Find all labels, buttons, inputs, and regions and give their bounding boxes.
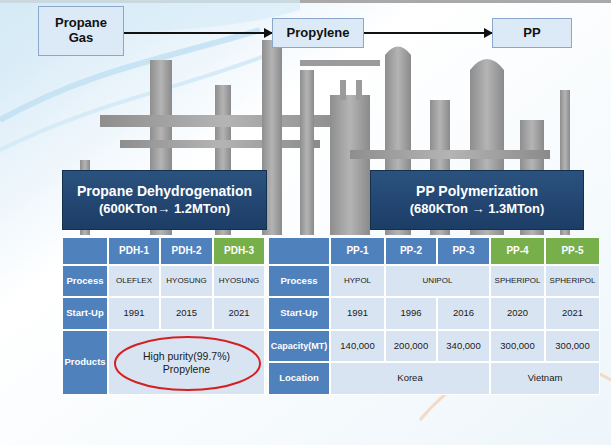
cell-text: PDH-3 xyxy=(224,245,254,257)
table-cell: 200,000 xyxy=(385,330,437,362)
table-header-cell: PP-3 xyxy=(437,237,490,265)
table-cell: 2015 xyxy=(160,297,213,330)
cell-text: High purity(99.7%) Propylene xyxy=(137,350,237,374)
cell-text: PP-2 xyxy=(400,245,422,257)
table-cell: 1996 xyxy=(385,297,437,330)
table-cell: 300,000 xyxy=(545,330,600,362)
cell-text: 300,000 xyxy=(555,341,589,352)
node-title: PP xyxy=(523,26,540,41)
cell-text: 2016 xyxy=(453,308,474,319)
table-header-cell: PP-1 xyxy=(330,237,385,265)
cell-text: PDH-2 xyxy=(171,245,201,257)
node-title: Propane Dehydrogenation xyxy=(77,182,252,200)
cell-text: 2015 xyxy=(176,308,197,319)
cell-text: Process xyxy=(67,276,104,287)
node-subtitle: (680KTon → 1.3MTon) xyxy=(410,201,545,218)
cell-text: PP-1 xyxy=(346,245,368,257)
table-cell: High purity(99.7%) Propylene xyxy=(108,330,265,395)
cell-text: Process xyxy=(281,276,318,287)
cell-text: PP-4 xyxy=(506,245,528,257)
table-cell: HYPOL xyxy=(330,265,385,297)
flow-arrow xyxy=(364,32,492,34)
cell-text: HYOSUNG xyxy=(219,276,259,285)
cell-text: Start-Up xyxy=(280,308,317,319)
cell-text: Products xyxy=(64,357,105,368)
table-cell: SPHERIPOL xyxy=(545,265,600,297)
table-cell: 140,000 xyxy=(330,330,385,362)
table-cell: HYOSUNG xyxy=(160,265,213,297)
table-cell: 2021 xyxy=(545,297,600,330)
cell-text: 300,000 xyxy=(500,341,534,352)
table-header-cell: PP-4 xyxy=(490,237,545,265)
cell-text: PP-3 xyxy=(452,245,474,257)
table-row-label: Process xyxy=(62,265,108,297)
cell-text: Korea xyxy=(397,373,422,384)
cell-text: Location xyxy=(279,373,319,384)
cell-text: SPHERIPOL xyxy=(495,276,541,285)
table-row-label: Products xyxy=(62,330,108,395)
material-box: PP xyxy=(492,18,572,48)
table-cell: 1991 xyxy=(108,297,160,330)
table-row-label: Process xyxy=(268,265,330,297)
table-cell: Vietnam xyxy=(490,362,600,395)
cell-text: HYOSUNG xyxy=(166,276,206,285)
cell-text: 200,000 xyxy=(394,341,428,352)
cell-text: 1991 xyxy=(123,308,144,319)
flow-arrow xyxy=(124,32,272,34)
table-cell: SPHERIPOL xyxy=(490,265,545,297)
cell-text: PDH-1 xyxy=(119,245,149,257)
table-cell: 300,000 xyxy=(490,330,545,362)
table-header-cell: PP-2 xyxy=(385,237,437,265)
table-row-label: Location xyxy=(268,362,330,395)
table-row-label: Start-Up xyxy=(62,297,108,330)
cell-text: SPHERIPOL xyxy=(550,276,596,285)
node-subtitle: (600KTon→ 1.2MTon) xyxy=(99,201,230,218)
cell-text: 1991 xyxy=(347,308,368,319)
table-header-cell xyxy=(62,237,108,265)
cell-text: PP-5 xyxy=(561,245,583,257)
table-header-cell: PDH-2 xyxy=(160,237,213,265)
table-header-cell: PDH-1 xyxy=(108,237,160,265)
cell-text: Start-Up xyxy=(66,308,103,319)
table-header-cell: PDH-3 xyxy=(213,237,265,265)
cell-text: 140,000 xyxy=(340,341,374,352)
cell-text: 2021 xyxy=(562,308,583,319)
cell-text: Capacity(MT) xyxy=(271,341,328,351)
table-header-cell: PP-5 xyxy=(545,237,600,265)
table-cell: OLEFLEX xyxy=(108,265,160,297)
material-box: Propane Gas xyxy=(38,6,124,56)
table-cell: HYOSUNG xyxy=(213,265,265,297)
table-cell: 2016 xyxy=(437,297,490,330)
cell-text: HYPOL xyxy=(344,276,371,285)
cell-text: OLEFLEX xyxy=(116,276,152,285)
cell-text: UNIPOL xyxy=(423,276,453,285)
table-cell: UNIPOL xyxy=(385,265,490,297)
table-cell: 340,000 xyxy=(437,330,490,362)
cell-text: 1996 xyxy=(400,308,421,319)
table-cell: Korea xyxy=(330,362,490,395)
table-cell: 2020 xyxy=(490,297,545,330)
process-banner: PP Polymerization(680KTon → 1.3MTon) xyxy=(370,170,584,230)
process-banner: Propane Dehydrogenation(600KTon→ 1.2MTon… xyxy=(62,170,267,230)
cell-text: 340,000 xyxy=(446,341,480,352)
table-row-label: Capacity(MT) xyxy=(268,330,330,362)
table-cell: 2021 xyxy=(213,297,265,330)
cell-text: 2020 xyxy=(507,308,528,319)
node-title: Propane Gas xyxy=(45,16,117,46)
cell-text: Vietnam xyxy=(528,373,563,384)
node-title: Propylene xyxy=(287,26,350,41)
material-box: Propylene xyxy=(272,18,364,48)
table-row-label: Start-Up xyxy=(268,297,330,330)
cell-text: 2021 xyxy=(228,308,249,319)
table-cell: 1991 xyxy=(330,297,385,330)
node-title: PP Polymerization xyxy=(416,182,538,200)
table-header-cell xyxy=(268,237,330,265)
